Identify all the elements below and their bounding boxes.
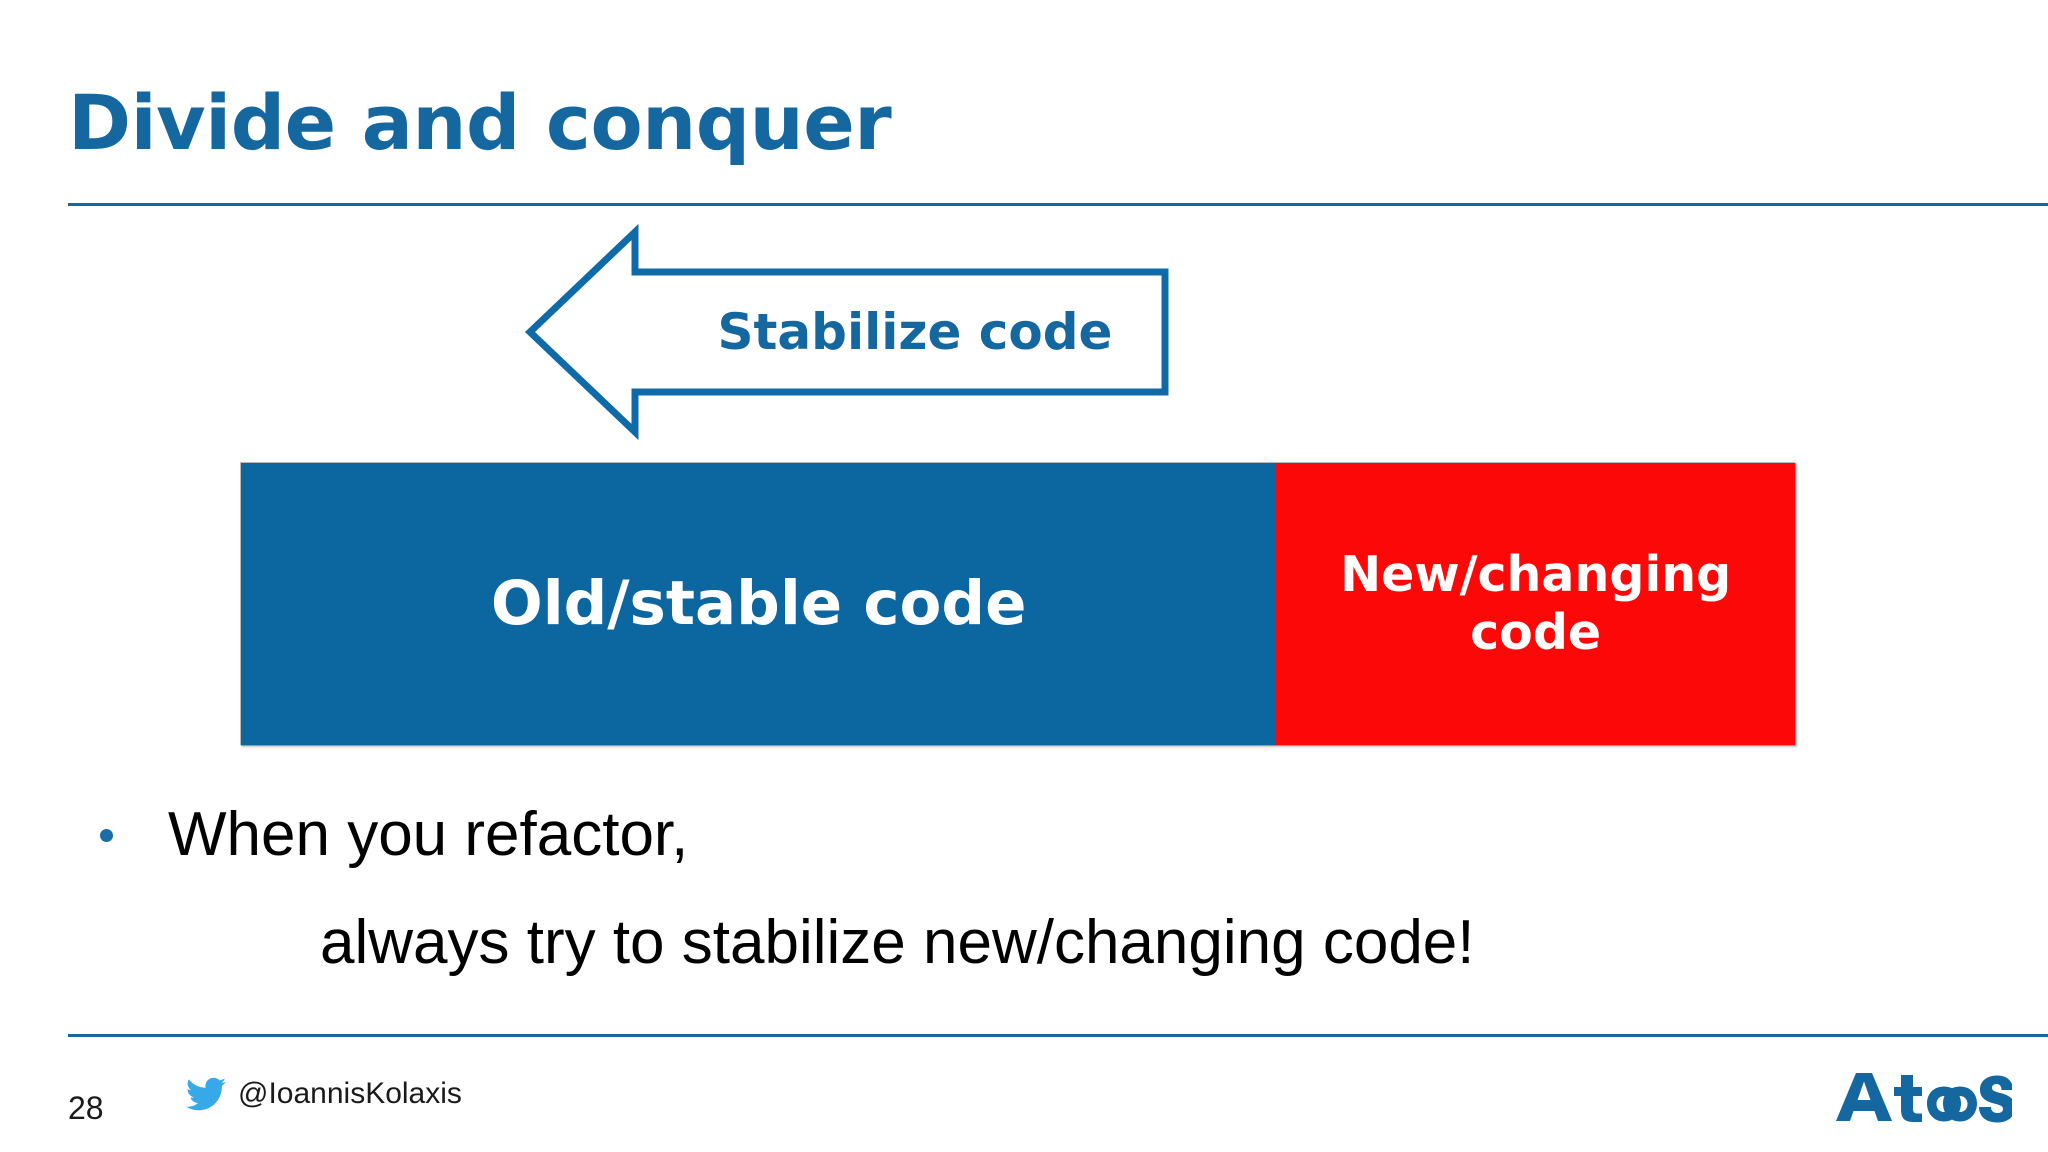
stabilize-arrow-label: Stabilize code — [717, 303, 1113, 361]
atos-logo — [1832, 1065, 2012, 1127]
bullet-dot-icon — [100, 828, 113, 842]
bullet-text-line2: always try to stabilize new/changing cod… — [320, 908, 1475, 977]
bullet-list-item: When you refactor, — [100, 790, 1300, 880]
header-divider — [68, 203, 2048, 206]
twitter-handle-row[interactable]: @IoannisKolaxis — [186, 1070, 462, 1118]
page-number: 28 — [68, 1090, 104, 1126]
atos-logo-icon — [1836, 1073, 2012, 1123]
twitter-bird-icon[interactable] — [186, 1074, 226, 1114]
twitter-handle-text: @IoannisKolaxis — [238, 1077, 462, 1110]
code-split-bar: Old/stable code New/changing code — [240, 462, 1795, 745]
bullet-text-line1: When you refactor, — [168, 800, 689, 869]
footer-divider — [68, 1034, 2048, 1037]
left-arrow-outline-icon — [524, 223, 1169, 441]
bar-segment-new-changing: New/changing code — [1276, 463, 1795, 745]
page-title: Divide and conquer — [68, 78, 892, 167]
stabilize-arrow: Stabilize code — [520, 222, 1170, 442]
bar-segment-old-stable: Old/stable code — [241, 463, 1277, 745]
